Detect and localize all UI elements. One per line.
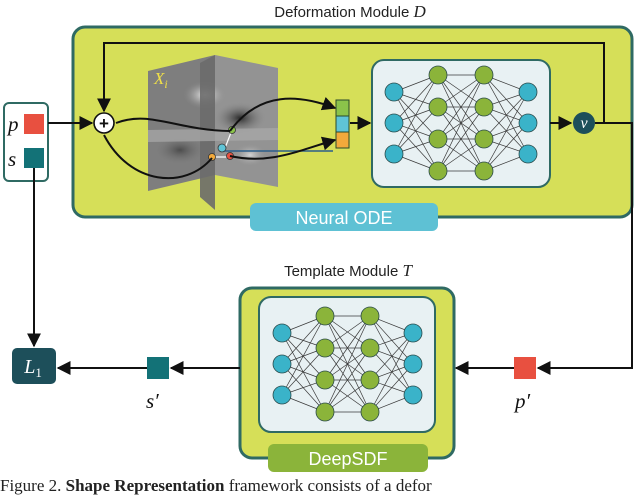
deformation-network [384, 65, 538, 181]
network-node [403, 323, 423, 343]
p-prime-square [514, 357, 536, 379]
deformation-module-title: Deformation Module D [274, 2, 426, 21]
s-label: s [8, 147, 16, 171]
network-edge [393, 74, 439, 155]
network-node [360, 370, 380, 390]
network-edge [281, 363, 326, 413]
loss-box [12, 348, 56, 384]
network-edge [483, 91, 529, 172]
network-edge [369, 315, 414, 396]
network-node [403, 385, 423, 405]
template-network [272, 306, 423, 422]
connectors [27, 42, 633, 375]
v-label: v [580, 115, 588, 132]
feature-vector [335, 99, 350, 149]
image-label: Xi [153, 69, 168, 91]
deepsdf-label: DeepSDF [308, 449, 387, 469]
network-node [384, 113, 404, 133]
network-edge [483, 91, 529, 140]
s-prime-square [147, 357, 169, 379]
network-edge [324, 347, 371, 413]
neural-ode-tab [250, 203, 438, 231]
network-edge [437, 74, 485, 172]
network-node [428, 65, 448, 85]
figure-caption: Figure 2. Shape Representation framework… [0, 476, 432, 495]
network-edge [437, 74, 485, 140]
network-edge [393, 91, 439, 172]
network-node [474, 65, 494, 85]
network-edge [324, 315, 371, 381]
network-edge [281, 332, 326, 381]
network-node [272, 385, 292, 405]
network-edge [483, 74, 529, 124]
network-node [384, 144, 404, 164]
network-edge [483, 106, 529, 155]
network-edge [324, 315, 371, 413]
p-label: p [6, 112, 19, 136]
network-node [315, 370, 335, 390]
network-node [272, 323, 292, 343]
neural-ode-label: Neural ODE [295, 208, 392, 228]
network-node [428, 97, 448, 117]
network-edge [281, 315, 326, 365]
network-node [474, 97, 494, 117]
mri-image-slices [148, 55, 278, 210]
p-prime-label: p′ [513, 389, 531, 413]
network-edge [369, 332, 414, 413]
s-prime-label: s′ [146, 389, 159, 413]
network-node [315, 338, 335, 358]
plus-sign: + [99, 114, 109, 133]
network-node [474, 129, 494, 149]
network-edge [393, 91, 439, 140]
network-edge [369, 315, 414, 365]
network-edge [437, 106, 485, 172]
network-edge [281, 315, 326, 396]
network-node [518, 144, 538, 164]
p-point-square [24, 114, 44, 134]
network-edge [393, 106, 439, 155]
network-node [360, 338, 380, 358]
plus-circle-icon [93, 112, 115, 134]
network-node [428, 129, 448, 149]
network-node [360, 306, 380, 326]
loss-label: L1 [23, 356, 42, 380]
network-node [403, 354, 423, 374]
network-edge [483, 122, 529, 172]
template-module-title: Template Module T [284, 261, 413, 280]
deepsdf-tab [268, 444, 428, 472]
network-node [518, 82, 538, 102]
network-edge [281, 347, 326, 396]
network-edge [369, 347, 414, 396]
network-edge [369, 332, 414, 381]
network-node [315, 402, 335, 422]
network-edge [281, 332, 326, 413]
velocity-node-icon [573, 112, 595, 134]
network-node [272, 354, 292, 374]
network-node [360, 402, 380, 422]
network-node [384, 82, 404, 102]
network-edge [393, 122, 439, 172]
network-node [315, 306, 335, 326]
network-node [474, 161, 494, 181]
network-edge [393, 74, 439, 124]
network-node [428, 161, 448, 181]
network-edge [369, 363, 414, 413]
network-node [518, 113, 538, 133]
s-value-square [24, 148, 44, 168]
network-edge [483, 74, 529, 155]
